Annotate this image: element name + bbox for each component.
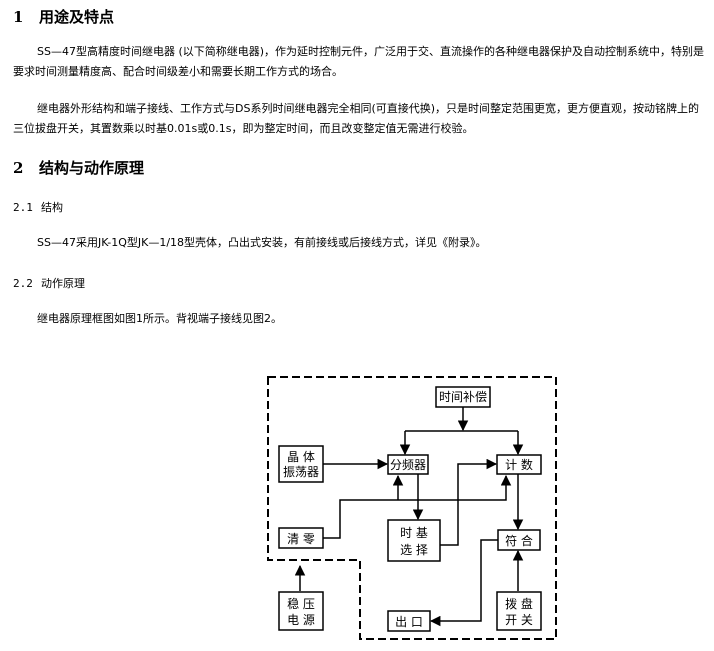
section-1-paragraph-2: 继电器外形结构和端子接线、工作方式与DS系列时间继电器完全相同(可直接代换)，只… (13, 102, 700, 135)
block-voltage-regulator: 稳 压 电 源 (278, 591, 324, 631)
block-label: 时间补偿 (439, 389, 487, 404)
block-label: 符 合 (505, 533, 533, 548)
block-label: 电 源 (287, 613, 315, 627)
block-label: 稳 压 (287, 596, 315, 611)
block-output: 出 口 (387, 610, 431, 632)
section-1-paragraph-1: SS—47型高精度时间继电器 (以下简称继电器)，作为延时控制元件，广泛用于交、… (13, 45, 705, 78)
block-label: 时 基 (400, 526, 428, 540)
subsection-2-2-text: 继电器原理框图如图1所示。背视端子接线见图2。 (37, 312, 282, 325)
block-frequency-divider: 分频器 (387, 454, 429, 475)
block-counter: 计 数 (496, 454, 542, 475)
block-label: 晶 体 (287, 450, 315, 464)
block-clear: 清 零 (278, 527, 324, 549)
subsection-2-1-text: SS—47采用JK-1Q型JK—1/18型壳体，凸出式安装，有前接线或后接线方式… (37, 236, 487, 249)
block-crystal-oscillator: 晶 体 振荡器 (278, 445, 324, 483)
block-label: 选 择 (400, 543, 428, 557)
block-label: 出 口 (395, 615, 423, 629)
signal-lines (294, 407, 524, 627)
block-label: 开 关 (505, 613, 533, 627)
block-label: 拨 盘 (505, 596, 533, 611)
block-label: 计 数 (505, 457, 533, 472)
block-time-compensation: 时间补偿 (435, 386, 491, 408)
block-label: 振荡器 (283, 465, 319, 479)
block-dial-switch: 拨 盘 开 关 (496, 591, 542, 631)
block-match: 符 合 (497, 529, 541, 551)
block-label: 分频器 (390, 458, 426, 472)
block-timebase-select: 时 基 选 择 (387, 519, 441, 562)
block-label: 清 零 (287, 532, 315, 546)
enclosure-outline (267, 376, 557, 640)
